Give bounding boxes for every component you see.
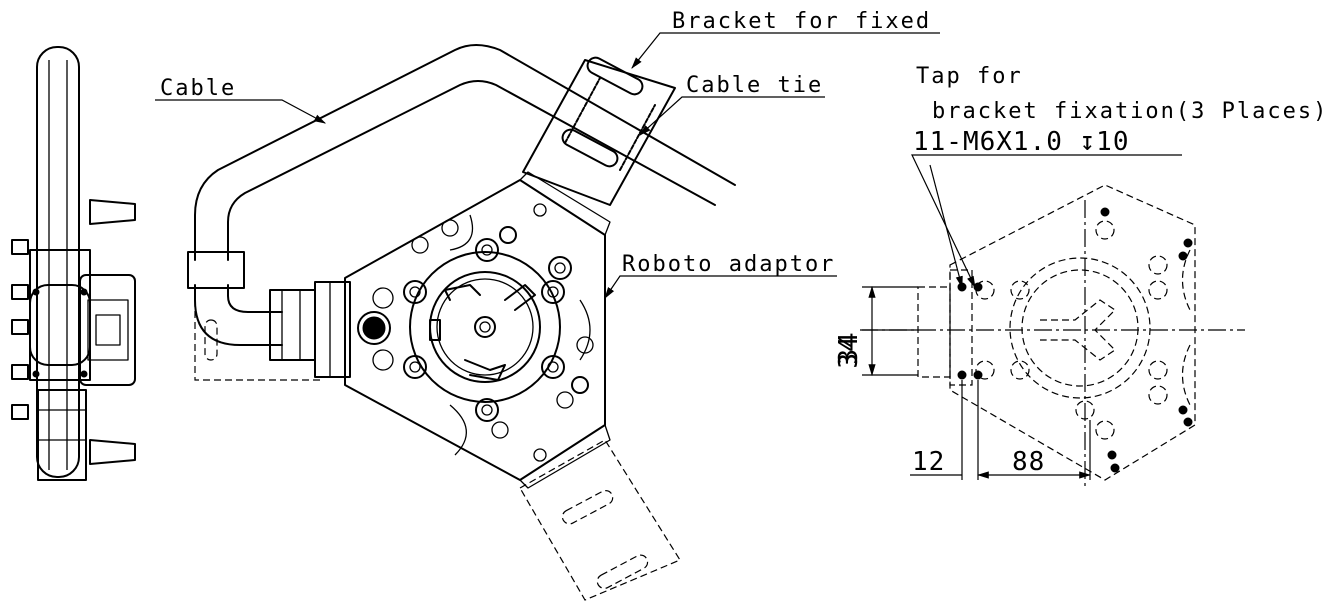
dim-height-2: 34	[834, 335, 864, 368]
cable-tie	[564, 77, 656, 171]
leader-lines	[155, 32, 1182, 299]
connector-block	[269, 281, 351, 378]
tap-label-line2: bracket fixation(3 Places)	[932, 99, 1328, 124]
upper-bracket	[522, 56, 676, 206]
cable-path	[194, 44, 736, 346]
cable-gland	[357, 311, 391, 345]
bracket-label: Bracket for fixed	[672, 9, 931, 34]
tap-label-line1: Tap for	[916, 64, 1023, 89]
dim-height-1: 34	[834, 331, 864, 364]
dim-offset-horizontal: 12	[912, 447, 945, 477]
cable-tie-label: Cable tie	[686, 73, 823, 98]
side-view	[11, 46, 136, 481]
robot-adaptor-label: Roboto adaptor	[622, 252, 835, 277]
left-bracket-hidden	[194, 300, 320, 381]
small-holes	[372, 203, 594, 462]
tap-view	[860, 184, 1245, 490]
bolt-ring	[403, 226, 589, 422]
tap-spec-label: 11-M6X1.0 ↧10	[913, 127, 1130, 157]
lower-bracket-hidden	[519, 439, 681, 601]
dimension-lines	[862, 285, 1092, 480]
robot-adaptor-body	[344, 171, 611, 489]
dim-distance-horizontal: 88	[1012, 447, 1045, 477]
front-view	[187, 44, 736, 601]
cable-sleeve	[187, 251, 245, 289]
cable-label: Cable	[160, 76, 236, 101]
